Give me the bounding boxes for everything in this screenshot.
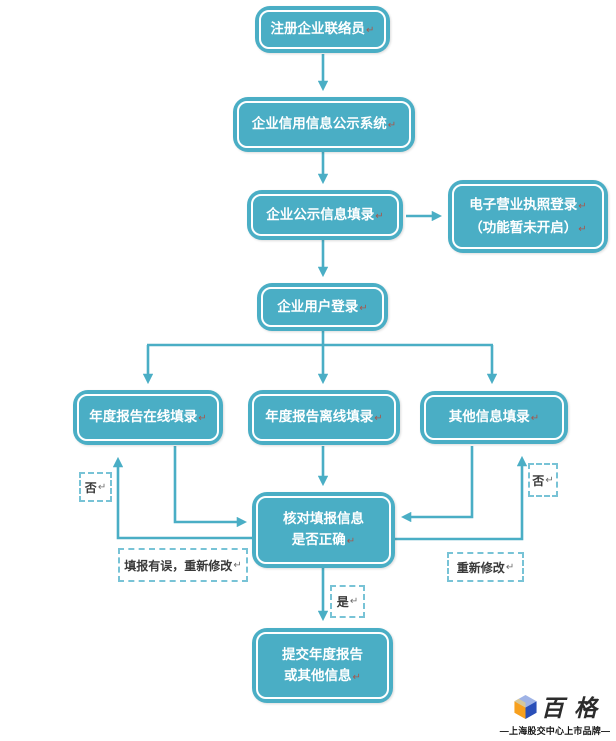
return-mark-icon: ↵	[375, 210, 384, 222]
label-yes: 是↵	[330, 585, 365, 618]
node-label-line2: （功能暂未开启）↵	[469, 219, 587, 235]
return-mark-icon: ↵	[505, 561, 515, 573]
return-mark-icon: ↵	[349, 596, 359, 607]
node-verify-info: 核对填报信息 是否正确↵	[252, 492, 395, 568]
node-public-info-entry: 企业公示信息填录↵	[247, 190, 403, 240]
node-register-liaison: 注册企业联络员↵	[255, 6, 390, 53]
node-annual-report-offline: 年度报告离线填录↵	[248, 390, 400, 445]
node-label: 企业信用信息公示系统↵	[251, 116, 397, 131]
return-mark-icon: ↵	[578, 200, 587, 212]
node-label-line1: 提交年度报告	[282, 646, 363, 662]
label-no-left: 否↵	[79, 472, 112, 502]
brand-logo: 百格 —上海股交中心上市品牌—	[496, 689, 614, 737]
return-mark-icon: ↵	[346, 536, 356, 547]
label-no-right: 否↵	[528, 463, 558, 497]
label-fix-left: 填报有误，重新修改↵	[118, 548, 248, 582]
node-label: 年度报告离线填录↵	[265, 409, 383, 424]
return-mark-icon: ↵	[97, 481, 107, 493]
node-user-login: 企业用户登录↵	[257, 283, 388, 331]
node-other-info-entry: 其他信息填录↵	[420, 391, 568, 444]
node-label-line1: 核对填报信息	[283, 511, 364, 526]
return-mark-icon: ↵	[545, 474, 554, 486]
return-mark-icon: ↵	[198, 413, 207, 424]
return-mark-icon: ↵	[578, 223, 587, 235]
node-label-line1: 电子营业执照登录↵	[469, 196, 587, 212]
node-elicense-login: 电子营业执照登录↵ （功能暂未开启）↵	[448, 180, 608, 253]
node-label-line2: 或其他信息↵	[284, 667, 361, 683]
node-label: 企业用户登录↵	[277, 298, 368, 314]
node-label-line2: 是否正确↵	[291, 532, 356, 547]
return-mark-icon: ↵	[233, 559, 242, 571]
node-annual-report-online: 年度报告在线填录↵	[73, 390, 223, 445]
node-submit-report: 提交年度报告 或其他信息↵	[252, 628, 393, 703]
arrow-online-to-verify	[173, 446, 248, 528]
return-mark-icon: ↵	[387, 120, 397, 131]
arrow-verify-back-to-other	[394, 455, 528, 541]
brand-tagline: —上海股交中心上市品牌—	[499, 726, 611, 736]
cube-icon	[514, 694, 537, 719]
node-label: 其他信息填录↵	[448, 409, 540, 424]
return-mark-icon: ↵	[530, 413, 540, 424]
node-label: 年度报告在线填录↵	[89, 409, 207, 424]
node-credit-info-system: 企业信用信息公示系统↵	[233, 97, 415, 152]
return-mark-icon: ↵	[352, 671, 361, 683]
return-mark-icon: ↵	[374, 413, 383, 424]
node-label: 企业公示信息填录↵	[266, 206, 384, 222]
return-mark-icon: ↵	[366, 25, 375, 36]
node-label: 注册企业联络员↵	[270, 21, 375, 36]
brand-name: 百格	[541, 696, 607, 721]
arrow-verify-back-to-online	[112, 456, 253, 540]
arrow-other-to-verify	[400, 446, 474, 523]
label-fix-right: 重新修改↵	[447, 552, 524, 582]
return-mark-icon: ↵	[359, 302, 368, 314]
